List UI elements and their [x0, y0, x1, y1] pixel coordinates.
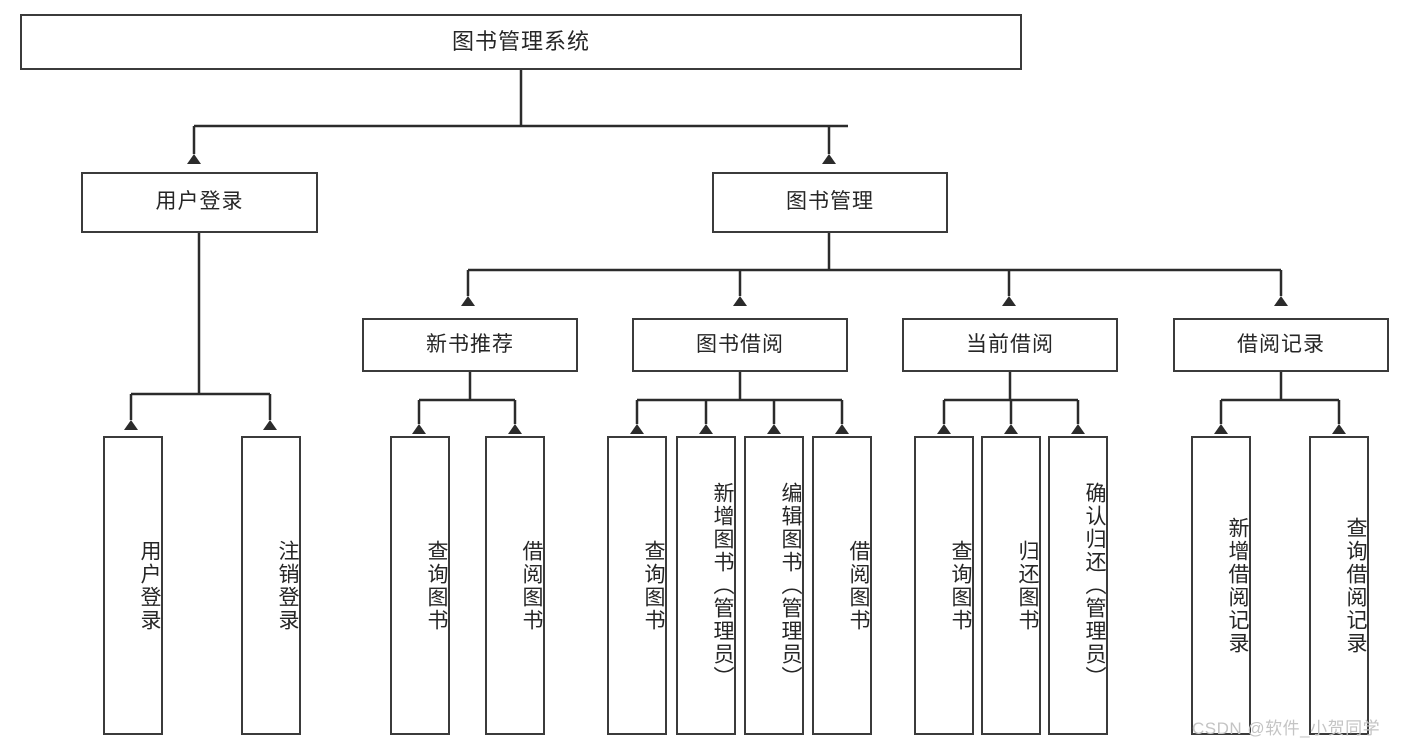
node-label: 查询图书: [642, 539, 665, 632]
leaf-borrow-query-book[interactable]: 查询图书: [607, 436, 667, 735]
leaf-record-add-borrow-record[interactable]: 新增借阅记录: [1191, 436, 1251, 735]
node-root-book-management-system[interactable]: 图书管理系统: [20, 14, 1022, 70]
leaf-user-login-logout[interactable]: 注销登录: [241, 436, 301, 735]
node-label: 编辑图书（管理员）: [779, 482, 802, 689]
node-user-login[interactable]: 用户登录: [81, 172, 318, 233]
node-label: 新增图书（管理员）: [711, 482, 734, 689]
node-label: 注销登录: [276, 539, 299, 632]
node-label: 用户登录: [138, 539, 161, 632]
leaf-current-return-book[interactable]: 归还图书: [981, 436, 1041, 735]
leaf-user-login-login[interactable]: 用户登录: [103, 436, 163, 735]
node-label: 新书推荐: [426, 332, 514, 356]
leaf-borrow-borrow-book[interactable]: 借阅图书: [812, 436, 872, 735]
node-label: 归还图书: [1016, 539, 1039, 632]
node-label: 查询图书: [425, 539, 448, 632]
node-label: 当前借阅: [966, 332, 1054, 356]
leaf-borrow-edit-book-admin[interactable]: 编辑图书（管理员）: [744, 436, 804, 735]
node-label: 借阅记录: [1237, 332, 1325, 356]
node-label: 用户登录: [155, 190, 244, 214]
node-label: 借阅图书: [520, 539, 543, 632]
csdn-watermark: CSDN @软件_小贺同学: [1192, 719, 1381, 738]
node-book-management[interactable]: 图书管理: [712, 172, 948, 233]
leaf-borrow-add-book-admin[interactable]: 新增图书（管理员）: [676, 436, 736, 735]
node-new-book-recommend[interactable]: 新书推荐: [362, 318, 578, 372]
node-label: 查询借阅记录: [1344, 516, 1367, 655]
node-label: 查询图书: [949, 539, 972, 632]
node-borrow-record[interactable]: 借阅记录: [1173, 318, 1389, 372]
node-label: 确认归还（管理员）: [1083, 482, 1106, 689]
leaf-record-query-borrow-record[interactable]: 查询借阅记录: [1309, 436, 1369, 735]
node-current-borrow[interactable]: 当前借阅: [902, 318, 1118, 372]
node-label: 图书管理系统: [451, 29, 590, 55]
leaf-current-confirm-return-admin[interactable]: 确认归还（管理员）: [1048, 436, 1108, 735]
node-label: 新增借阅记录: [1226, 516, 1249, 655]
leaf-new-book-borrow-book[interactable]: 借阅图书: [485, 436, 545, 735]
leaf-new-book-query-book[interactable]: 查询图书: [390, 436, 450, 735]
leaf-current-query-book[interactable]: 查询图书: [914, 436, 974, 735]
node-label: 图书管理: [786, 190, 874, 214]
node-label: 借阅图书: [847, 539, 870, 632]
node-book-borrow[interactable]: 图书借阅: [632, 318, 848, 372]
node-label: 图书借阅: [696, 332, 784, 356]
